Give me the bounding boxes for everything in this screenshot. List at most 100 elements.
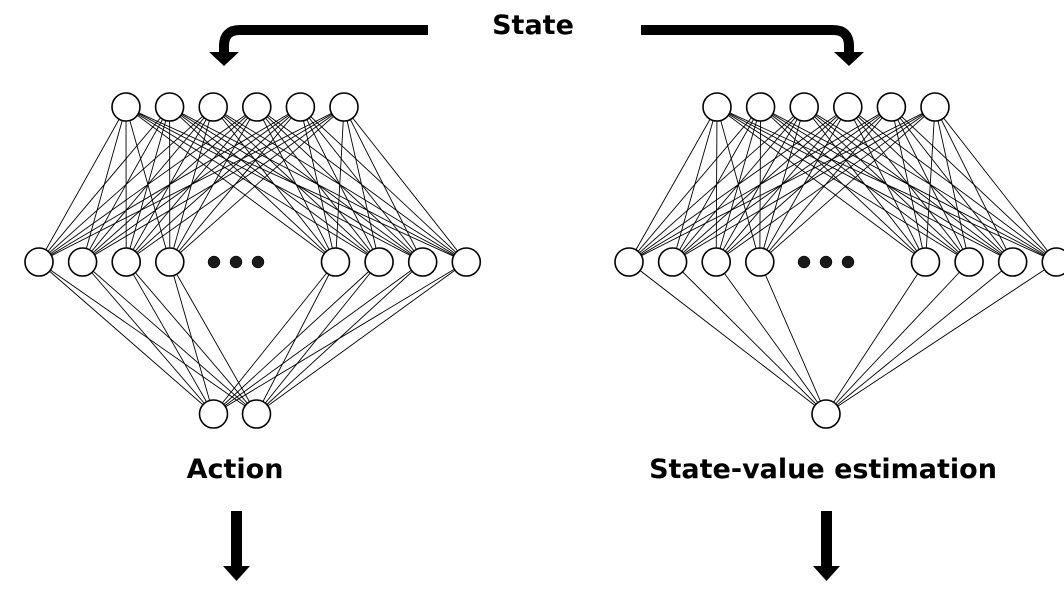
critic-hidden-output-edge [759,261,827,415]
actor-hidden-output-edge [82,261,214,415]
actor-hidden-node [364,247,394,277]
actor-input-node [329,92,359,122]
critic-ellipsis-dot [819,255,833,269]
critic-input-hidden-edge [934,106,970,263]
critic-input-hidden-edge [716,106,926,263]
actor-input-node [198,92,228,122]
actor-input-hidden-edge [38,106,345,263]
critic-hidden-node [954,247,984,277]
actor-hidden-output-edge [169,261,214,415]
actor-hidden-output-edge [256,261,467,415]
critic-hidden-node [910,247,941,277]
actor-output-node [198,399,229,429]
critic-input-hidden-edge [628,106,849,263]
actor-hidden-output-edge [125,261,214,415]
actor-input-node [241,92,272,122]
state-label: State [492,10,574,41]
critic-input-node [920,92,950,122]
critic-hidden-node [1041,247,1064,277]
critic-input-hidden-edge [934,106,1057,263]
critic-input-node [832,92,863,122]
critic-input-hidden-edge [628,106,936,263]
critic-output-node [811,399,841,429]
critic-input-hidden-edge [803,106,926,263]
actor-ellipsis-dot [207,255,221,269]
critic-input-node [702,92,732,122]
state-to-actor-arrowhead [209,52,239,66]
actor-hidden-node [111,247,141,277]
actor-hidden-output-edge [169,261,257,415]
action-output-arrow-shaft [231,511,242,568]
actor-input-hidden-edge [256,106,336,263]
actor-hidden-output-edge [213,261,380,415]
critic-input-hidden-edge [925,106,936,263]
actor-input-hidden-edge [125,106,336,263]
arrows-layer [209,25,864,581]
critic-input-hidden-edge [760,106,926,263]
critic-input-node [745,92,776,122]
critic-hidden-output-edge [715,261,827,415]
actor-input-hidden-edge [343,106,467,263]
actor-ellipsis-dot [251,255,265,269]
actor-input-node [154,92,185,122]
critic-hidden-node [997,247,1028,277]
actor-input-hidden-edge [299,106,336,263]
critic-hidden-output-edge [825,261,1013,415]
actor-input-hidden-edge [38,106,170,263]
critic-input-hidden-edge [672,106,936,263]
actor-input-hidden-edge [335,106,345,263]
edges-layer [38,106,1057,415]
critic-input-hidden-edge [715,106,936,263]
critic-hidden-output-edge [825,261,1057,415]
actor-input-hidden-edge [169,106,336,263]
critic-input-node [876,92,907,122]
critic-hidden-node [744,247,775,277]
actor-hidden-output-edge [213,261,336,415]
critic-hidden-output-edge [825,261,970,415]
action-output-arrowhead [223,566,250,581]
action-label: Action [186,454,284,485]
actor-input-hidden-edge [38,106,214,263]
actor-hidden-output-edge [213,261,467,415]
actor-input-hidden-edge [169,106,345,263]
actor-input-hidden-edge [38,106,301,263]
critic-ellipsis-dot [841,255,855,269]
actor-input-hidden-edge [343,106,380,263]
actor-hidden-node [320,247,351,277]
actor-hidden-output-edge [213,261,423,415]
actor-ellipsis-dot [229,255,243,269]
state-to-critic-arrow [641,25,854,54]
critic-hidden-output-edge [825,261,926,415]
actor-input-hidden-edge [212,106,336,263]
critic-input-hidden-edge [890,106,926,263]
actor-input-hidden-edge [38,106,258,263]
critic-input-hidden-edge [628,106,761,263]
critic-input-hidden-edge [847,106,926,263]
actor-hidden-node [155,247,185,277]
state-to-critic-arrowhead [834,52,864,66]
critic-input-hidden-edge [628,106,718,263]
critic-input-hidden-edge [934,106,1014,263]
actor-input-hidden-edge [82,106,345,263]
value-output-arrow-shaft [821,511,832,568]
actor-hidden-output-edge [38,261,214,415]
critic-input-hidden-edge [628,106,892,263]
critic-hidden-output-edge [672,261,827,415]
critic-input-node [789,92,820,122]
state-value-estimation-label: State-value estimation [649,454,997,485]
critic-hidden-node [657,247,688,277]
actor-input-node [111,92,141,122]
actor-hidden-node [24,247,54,277]
actor-output-node [241,399,272,429]
critic-ellipsis-dot [797,255,811,269]
critic-hidden-node [701,247,732,277]
actor-input-hidden-edge [343,106,424,263]
value-output-arrowhead [813,566,840,581]
critic-input-hidden-edge [759,106,936,263]
critic-hidden-node [614,247,644,277]
critic-input-hidden-edge [628,106,805,263]
critic-hidden-output-edge [628,261,827,415]
nodes-layer [24,92,1064,429]
